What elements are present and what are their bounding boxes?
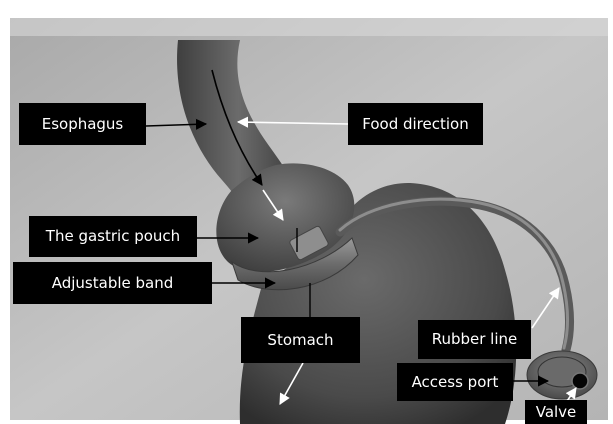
rubber-line-label: Rubber line [418, 320, 531, 359]
access-port-label: Access port [397, 363, 513, 401]
valve-shape [572, 373, 588, 389]
gastric-pouch-label: The gastric pouch [29, 216, 197, 257]
stomach-label: Stomach [241, 317, 360, 363]
valve-label: Valve [525, 400, 587, 424]
food-direction-label: Food direction [348, 103, 483, 145]
esophagus-label: Esophagus [19, 103, 146, 145]
adjustable-band-label: Adjustable band [13, 262, 212, 304]
top-highlight [10, 18, 608, 36]
